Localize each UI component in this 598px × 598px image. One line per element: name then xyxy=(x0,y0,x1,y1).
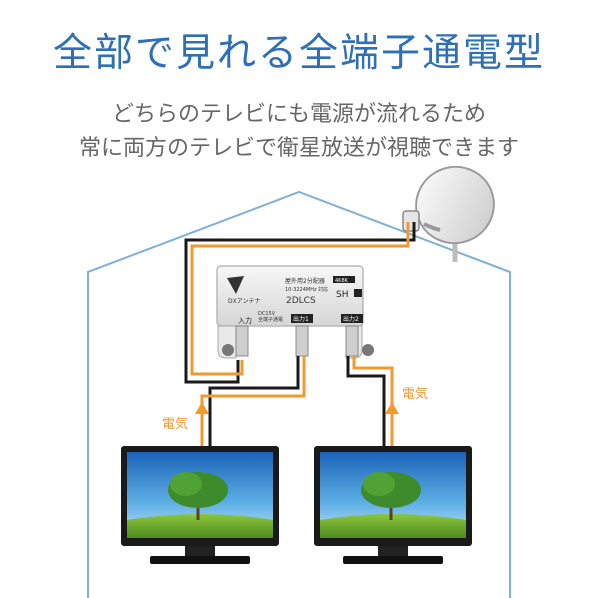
cable-dish-orange xyxy=(190,222,410,376)
subtitle-line-1: どちらのテレビにも電源が流れるため xyxy=(111,102,486,127)
passthrough-label: 全端子通電 xyxy=(258,316,283,323)
badge-4k8k: 4K8K xyxy=(335,278,349,284)
cable-tv2-orange xyxy=(352,356,394,412)
cable-tv1-orange xyxy=(200,356,306,412)
house-outline xyxy=(87,190,511,598)
badge-sh: SH xyxy=(336,290,348,300)
page-title: 全部で見れる全端子通電型 xyxy=(52,31,545,76)
arrow-right xyxy=(385,402,399,414)
cable-dish-black xyxy=(184,222,416,384)
power-label-left: 電気 xyxy=(162,416,188,432)
port-out2-label: 出力2 xyxy=(343,315,359,323)
device-spec-label: 10-3224MHz 対応 xyxy=(285,286,328,293)
device-type-label: 屋外用2分配器 xyxy=(285,277,325,285)
port-input-label: 入力 xyxy=(238,316,252,325)
device-model: 2DLCS xyxy=(286,296,316,306)
power-label-right: 電気 xyxy=(402,386,428,402)
device-brand: DXアンテナ xyxy=(228,298,261,305)
cable-tv2-black xyxy=(346,356,386,448)
tv-left-icon xyxy=(121,446,279,564)
dc-label: DC15V xyxy=(258,311,276,317)
port-out1-label: 出力1 xyxy=(293,315,309,323)
subtitle: どちらのテレビにも電源が流れるため 常に両方のテレビで衛星放送が視聴できます xyxy=(0,98,598,166)
cable-tv1-black xyxy=(208,356,300,448)
splitter-device-icon: DXアンテナ 屋外用2分配器 10-3224MHz 対応 2DLCS 4K8K … xyxy=(216,265,374,359)
tv-right-icon xyxy=(314,446,472,564)
subtitle-line-2: 常に両方のテレビで衛星放送が視聴できます xyxy=(78,136,519,161)
satellite-dish-icon xyxy=(402,165,495,262)
